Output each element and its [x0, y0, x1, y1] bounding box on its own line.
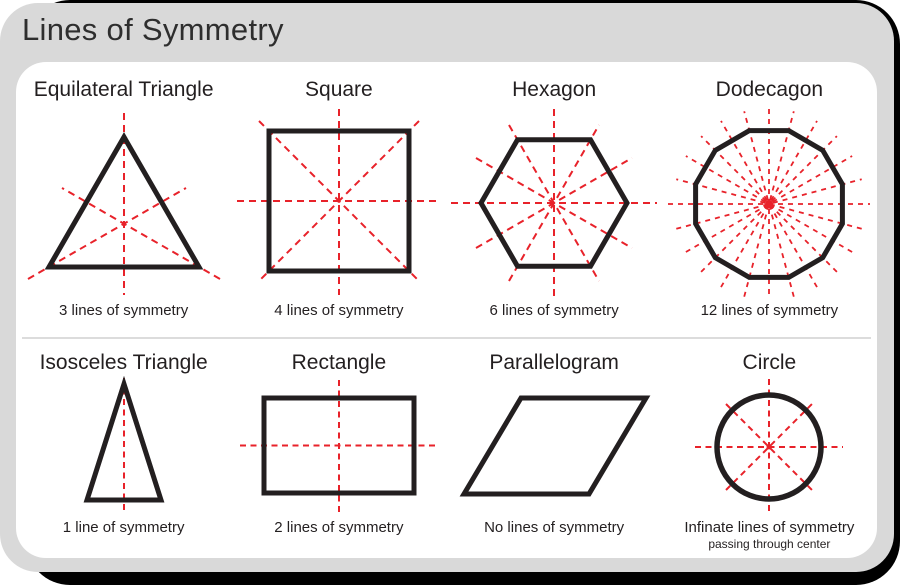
equilateral-triangle-figure [27, 113, 221, 295]
parallelogram-outline [459, 395, 651, 497]
shape-title: Parallelogram [489, 351, 619, 374]
dodecagon-outline [693, 128, 846, 280]
cell-parallelogram: Parallelogram No lines of symmetry [447, 339, 662, 558]
shape-caption: 12 lines of symmetry [700, 302, 839, 319]
circle-outline [714, 392, 825, 502]
cell-isosceles-triangle: Isosceles Triangle 1 line of symmetry [16, 339, 231, 558]
triangle-outline [83, 376, 165, 503]
shape-title: Circle [742, 351, 797, 374]
shape-title: Square [305, 78, 373, 101]
shape-subcaption: passing through center [708, 537, 831, 551]
cell-rectangle: Rectangle 2 lines of symmetry [231, 339, 446, 558]
shape-caption: 1 line of symmetry [62, 519, 185, 536]
cell-equilateral-triangle: Equilateral Triangle 3 lines of symmetry [16, 62, 231, 337]
shape-title: Hexagon [512, 78, 597, 101]
hexagon-figure [451, 109, 658, 297]
symmetry-lines [668, 109, 871, 297]
shape-caption: No lines of symmetry [484, 519, 625, 536]
top-row: Equilateral Triangle 3 lines of symmetry… [16, 62, 877, 337]
shape-caption: Infinate lines of symmetry [684, 519, 855, 536]
shape-title: Dodecagon [715, 78, 824, 101]
cell-dodecagon: Dodecagon [662, 62, 877, 337]
cell-circle: Circle Infinate lines of symmetry passin… [662, 339, 877, 558]
parallelogram-figure [459, 395, 651, 497]
content-panel: Equilateral Triangle 3 lines of symmetry… [16, 62, 877, 558]
rectangle-figure [239, 380, 438, 512]
cell-square: Square 4 lines of symmetry [231, 62, 446, 337]
hexagon-outline [478, 137, 631, 269]
shape-title: Isosceles Triangle [39, 351, 208, 374]
cell-hexagon: Hexagon 6 lines of symmetry [447, 62, 662, 337]
row-divider [22, 337, 871, 339]
rectangle-outline [261, 395, 417, 496]
shape-title: Rectangle [291, 351, 387, 374]
main-title: Lines of Symmetry [22, 12, 284, 47]
circle-figure [695, 379, 844, 515]
shape-title: Equilateral Triangle [33, 78, 214, 101]
shape-caption: 2 lines of symmetry [274, 519, 404, 536]
triangle-outline [44, 131, 203, 270]
bottom-row: Isosceles Triangle 1 line of symmetry Re… [16, 339, 877, 558]
dodecagon-figure [668, 109, 871, 297]
symmetry-lines [239, 380, 438, 512]
square-outline [266, 128, 412, 274]
isosceles-triangle-figure [83, 376, 165, 513]
symmetry-lines [27, 113, 221, 295]
shape-caption: 6 lines of symmetry [489, 302, 619, 319]
square-figure [236, 109, 441, 295]
shape-caption: 3 lines of symmetry [59, 302, 189, 319]
shape-caption: 4 lines of symmetry [274, 302, 404, 319]
